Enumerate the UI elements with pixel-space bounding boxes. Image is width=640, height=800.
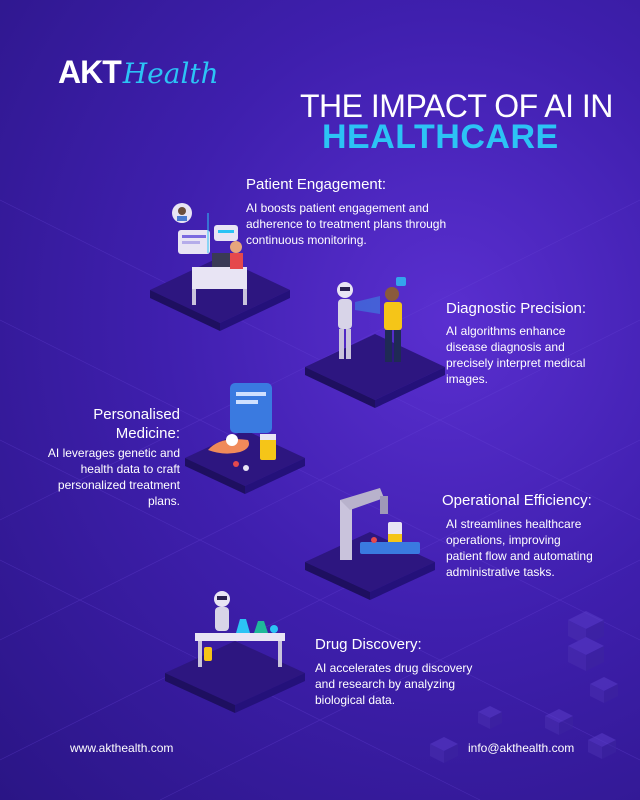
operational-efficiency-illustration [305, 488, 435, 600]
patient-engagement-illustration [150, 203, 290, 331]
logo-brand: AKT [58, 54, 122, 90]
section-personalised-medicine-title: Personalised Medicine: [93, 406, 180, 442]
section-patient-engagement-title: Patient Engagement: [246, 176, 387, 193]
footer-email-link[interactable]: info@akthealth.com [468, 741, 575, 755]
logo-suffix: Health [122, 57, 219, 90]
drug-discovery-illustration [165, 591, 305, 713]
page-title-line1: THE IMPACT OF AI IN [300, 88, 613, 124]
section-patient-engagement-description: AI boosts patient engagement and adheren… [246, 201, 447, 247]
section-operational-efficiency-title: Operational Efficiency: [442, 492, 592, 509]
decorative-cubes [430, 611, 618, 763]
section-diagnostic-precision-title: Diagnostic Precision: [446, 300, 587, 317]
page-title-line2: HEALTHCARE [322, 118, 559, 156]
section-drug-discovery-description: AI accelerates drug discovery and resear… [315, 661, 473, 707]
personalised-medicine-illustration [185, 383, 305, 494]
diagnostic-precision-illustration [305, 277, 445, 408]
section-personalised-medicine-description: AI leverages genetic and health data to … [47, 446, 180, 508]
section-operational-efficiency-description: AI streamlines healthcare operations, im… [446, 517, 593, 579]
section-drug-discovery-title: Drug Discovery: [315, 636, 422, 653]
akt-health-logo: AKT Health [58, 54, 219, 91]
footer-website-link[interactable]: www.akthealth.com [70, 741, 174, 755]
section-diagnostic-precision-description: AI algorithms enhance disease diagnosis … [446, 324, 586, 386]
